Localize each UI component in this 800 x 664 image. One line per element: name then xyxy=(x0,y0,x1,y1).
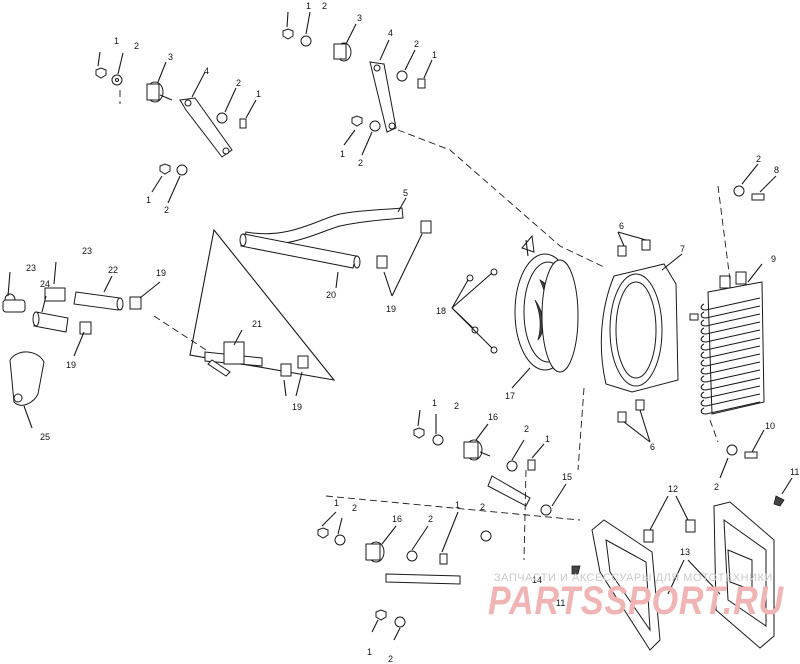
radiator-fin xyxy=(700,361,761,375)
watermark-tagline: ЗАПЧАСТИ И АКСЕССУАРЫ ДЛЯ МОТОТЕХНИКИ xyxy=(494,572,773,584)
callout-13: 13 xyxy=(680,547,690,557)
watermark: ЗАПЧАСТИ И АКСЕССУАРЫ ДЛЯ МОТОТЕХНИКИ PA… xyxy=(488,572,784,623)
callout-labels: 1 2 3 4 2 1 1 2 1 2 3 4 2 1 1 2 5 20 19 … xyxy=(26,1,799,664)
callout-2: 2 xyxy=(454,401,459,411)
radiator-fin xyxy=(700,377,761,391)
radiator-fin xyxy=(700,401,761,415)
callout-1: 1 xyxy=(306,1,311,11)
callout-1: 1 xyxy=(432,50,437,60)
callout-5: 5 xyxy=(403,188,408,198)
callout-23: 23 xyxy=(26,263,36,273)
watermark-logo: PARTSSPORT.RU xyxy=(488,579,784,623)
callout-11: 11 xyxy=(790,467,799,477)
callout-11: 11 xyxy=(556,598,565,608)
radiator-fin xyxy=(700,369,761,383)
callout-17: 17 xyxy=(505,391,515,401)
callout-1: 1 xyxy=(432,398,437,408)
callout-2: 2 xyxy=(164,205,169,215)
callout-3: 3 xyxy=(168,52,173,62)
radiator-fin xyxy=(700,353,761,367)
callout-22: 22 xyxy=(108,265,118,275)
callout-9: 9 xyxy=(771,254,776,264)
callout-3: 3 xyxy=(357,13,362,23)
callout-1: 1 xyxy=(146,195,151,205)
callout-25: 25 xyxy=(40,432,50,442)
callout-2: 2 xyxy=(480,502,485,512)
callout-2: 2 xyxy=(134,41,139,51)
callout-2: 2 xyxy=(428,514,433,524)
callout-1: 1 xyxy=(367,647,372,657)
callout-15: 15 xyxy=(562,472,572,482)
callout-23: 23 xyxy=(82,246,92,256)
callout-2: 2 xyxy=(524,424,529,434)
callout-24: 24 xyxy=(40,279,50,289)
callout-1: 1 xyxy=(114,36,119,46)
callout-16: 16 xyxy=(392,514,402,524)
radiator-fin xyxy=(700,345,761,359)
callout-1: 1 xyxy=(455,500,460,510)
tee-fitting-assembly xyxy=(2,261,309,429)
radiator-fin xyxy=(700,385,761,399)
coolant-hoses xyxy=(189,197,432,381)
callout-1: 1 xyxy=(256,89,261,99)
callout-10: 10 xyxy=(765,421,775,431)
callout-16: 16 xyxy=(488,412,498,422)
alignment-lines xyxy=(397,129,607,471)
callout-12: 12 xyxy=(668,484,678,494)
radiator-fin xyxy=(700,305,761,319)
radiator-fin xyxy=(700,313,761,327)
radiator-fin xyxy=(700,393,761,407)
callout-19: 19 xyxy=(156,268,166,278)
radiator-fin xyxy=(700,329,761,343)
callout-6: 6 xyxy=(650,442,655,452)
callout-19: 19 xyxy=(66,360,76,370)
callout-1: 1 xyxy=(340,149,345,159)
callout-19: 19 xyxy=(386,304,396,314)
side-panels xyxy=(571,477,793,651)
callout-8: 8 xyxy=(774,165,779,175)
bracket-assembly-lower xyxy=(317,409,581,641)
callout-20: 20 xyxy=(326,290,336,300)
callout-7: 7 xyxy=(680,244,685,254)
callout-2: 2 xyxy=(358,158,363,168)
callout-2: 2 xyxy=(352,503,357,513)
fan-assembly xyxy=(451,231,683,443)
callout-2: 2 xyxy=(714,482,719,492)
callout-2: 2 xyxy=(414,39,419,49)
radiator-assembly xyxy=(689,163,777,479)
callout-2: 2 xyxy=(322,1,327,11)
callout-2: 2 xyxy=(388,654,393,664)
callout-1: 1 xyxy=(334,498,339,508)
callout-2: 2 xyxy=(236,78,241,88)
callout-14: 14 xyxy=(532,575,542,585)
bracket-assembly-upper-left xyxy=(95,51,257,204)
callout-2: 2 xyxy=(756,154,761,164)
callout-6: 6 xyxy=(619,221,624,231)
callout-1: 1 xyxy=(545,434,550,444)
bracket-assembly-upper-center xyxy=(282,11,433,156)
callout-4: 4 xyxy=(204,66,209,76)
callout-18: 18 xyxy=(436,306,446,316)
radiator-fin xyxy=(700,297,761,311)
callout-4: 4 xyxy=(388,28,393,38)
radiator-fin xyxy=(700,337,761,351)
callout-21: 21 xyxy=(252,319,262,329)
radiator-fin xyxy=(700,321,761,335)
callout-19: 19 xyxy=(292,402,302,412)
